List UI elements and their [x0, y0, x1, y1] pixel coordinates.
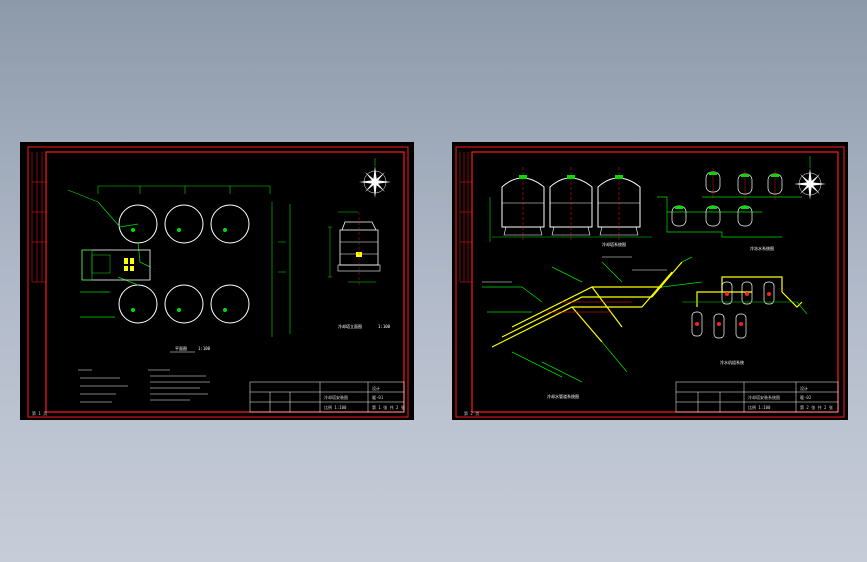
- north-arrow-icon: [794, 156, 826, 200]
- tank-1: [501, 167, 545, 242]
- title-block-scale: 比例 1:100: [324, 404, 347, 410]
- tank-2: [549, 167, 593, 242]
- title-block-sheet-info: 第 1 张 共 2 张: [372, 404, 405, 410]
- tank-caption: 冷水机组系统: [720, 359, 744, 365]
- binding-strip: [31, 152, 46, 283]
- title-block-sheet-info: 第 2 张 共 2 张: [800, 404, 833, 410]
- chiller-vessel-system: [682, 276, 808, 339]
- outer-frame: [455, 146, 845, 418]
- title-block-drawing-no: 暖-02: [800, 394, 812, 400]
- drawing-sheet-1[interactable]: 平面图 1:100 冷却塔立面图: [20, 142, 414, 420]
- right-caption: 冷冻水系统图: [750, 245, 774, 251]
- title-block: [249, 381, 405, 413]
- cooling-tower-plan-group: [118, 204, 250, 324]
- sheet-2-canvas: 冷却塔系统图: [455, 146, 845, 418]
- pipe-caption: 冷却水管道系统图: [547, 393, 579, 399]
- tower-plan-6: [210, 284, 250, 324]
- pump-skid: [81, 249, 151, 281]
- sheet-1-canvas: 平面图 1:100 冷却塔立面图: [27, 146, 409, 418]
- title-block-drawing-no: 暖-01: [372, 394, 384, 400]
- page-label: 第 2 页: [464, 411, 480, 416]
- tower-plan-4: [118, 284, 158, 324]
- north-arrow-icon: [359, 158, 391, 198]
- page-label: 第 1 页: [32, 411, 48, 416]
- title-block-project: 冷却塔安装图: [324, 394, 348, 400]
- vessel-network: [657, 168, 802, 238]
- tank-3: [597, 167, 641, 242]
- plan-pipes: [80, 201, 151, 318]
- tower-plan-2: [164, 204, 204, 244]
- isometric-pipe-system: [482, 256, 703, 383]
- top-caption: 冷却塔系统图: [602, 241, 626, 247]
- title-block-company: 设计: [800, 385, 808, 391]
- title-block-company: 设计: [372, 385, 380, 391]
- title-block-project: 冷却塔安装系统图: [748, 394, 780, 400]
- svg-text:1:100: 1:100: [198, 346, 211, 351]
- svg-text:冷却塔立面图: 冷却塔立面图: [338, 323, 362, 329]
- title-block-scale: 比例 1:100: [748, 404, 771, 410]
- binding-strip: [459, 152, 472, 283]
- tower-elevation: 冷却塔立面图 1:100: [328, 211, 391, 329]
- notes-middle: [148, 369, 210, 401]
- plan-dimension-lines: [67, 185, 291, 337]
- title-block: [675, 381, 839, 413]
- tower-plan-5: [164, 284, 204, 324]
- plan-caption: 平面图 1:100: [170, 345, 211, 353]
- drawing-sheet-2[interactable]: 冷却塔系统图: [452, 142, 848, 420]
- svg-text:平面图: 平面图: [175, 345, 187, 351]
- notes-left: [78, 369, 128, 403]
- tank-row: [489, 167, 652, 242]
- outer-frame: [27, 146, 409, 418]
- tower-plan-3: [210, 204, 250, 244]
- svg-text:1:100: 1:100: [378, 324, 391, 329]
- inner-frame: [471, 151, 839, 413]
